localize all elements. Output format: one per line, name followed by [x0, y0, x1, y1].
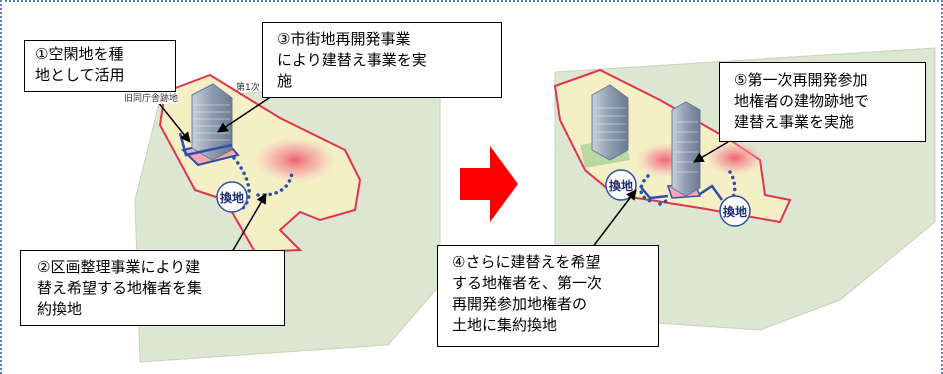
right-hotspot-right — [705, 140, 765, 176]
callout-4-line: する地権者を、第一次 — [452, 274, 603, 292]
callout-5-line: ⑤第一次再開発参加 — [734, 71, 868, 89]
leader-callout-5 — [693, 141, 729, 163]
callout-4-line: 再開発参加地権者の — [452, 295, 588, 313]
right-dotted-path-right — [726, 170, 737, 207]
right-new-building-windows — [674, 121, 698, 173]
callout-2-land-readjustment: ②区画整理事業により建 替え希望する地権者を集 約換地 — [20, 250, 285, 326]
callout-1-line: 地として活用 — [35, 66, 125, 84]
leader-callout-4 — [591, 189, 637, 249]
right-exchange-badge-right: 換地 — [719, 195, 751, 227]
left-exchange-badge: 換地 — [216, 181, 248, 213]
callout-5-line: 建替え事業を実施 — [734, 113, 855, 131]
callout-5-line: 地権者の建物跡地で — [734, 92, 870, 110]
map-label-former-office: 旧同庁舎跡地 — [124, 91, 179, 104]
left-hotspot — [253, 136, 337, 184]
callout-3-redevelopment: ③市街地再開発事業 により建替え事業を実 施 — [262, 22, 502, 98]
callout-5-rebuild-on-former-site: ⑤第一次再開発参加 地権者の建物跡地で 建替え事業を実施 — [719, 62, 926, 142]
right-dotted-path-left — [639, 174, 670, 206]
svg-text:換地: 換地 — [220, 190, 244, 205]
leader-callout-2 — [231, 193, 267, 253]
left-dotted-path — [232, 156, 294, 210]
svg-text:換地: 換地 — [609, 178, 633, 193]
callout-3-line: により建替え事業を実 — [277, 51, 427, 69]
callout-1-line: ①空閑地を種 — [35, 45, 124, 63]
left-building — [191, 83, 233, 161]
right-existing-building-windows — [594, 107, 626, 141]
leader-callout-3 — [217, 91, 279, 133]
svg-text:換地: 換地 — [723, 204, 747, 219]
callout-4-line: 土地に集約換地 — [452, 316, 558, 334]
left-building-windows — [194, 104, 230, 141]
callout-2-line: 約換地 — [37, 300, 83, 318]
callout-2-line: 替え希望する地権者を集 — [37, 279, 203, 297]
callout-4-consolidated-exchange: ④さらに建替えを希望 する地権者を、第一次 再開発参加地権者の 土地に集約換地 — [437, 245, 659, 347]
callout-3-line: ③市街地再開発事業 — [277, 30, 411, 48]
callout-1-vacant-land: ①空閑地を種 地として活用 — [24, 40, 176, 92]
right-new-building — [671, 101, 701, 197]
callout-2-line: ②区画整理事業により建 — [37, 258, 201, 276]
right-lot-bracket-right — [699, 184, 724, 201]
map-label-first-phase: 第1次 — [236, 83, 260, 93]
callout-4-line: ④さらに建替えを希望 — [452, 253, 601, 271]
right-lot-bracket-left — [639, 185, 669, 200]
transition-arrow — [460, 146, 518, 222]
right-existing-building — [591, 84, 629, 161]
callout-3-line: 施 — [277, 72, 293, 90]
